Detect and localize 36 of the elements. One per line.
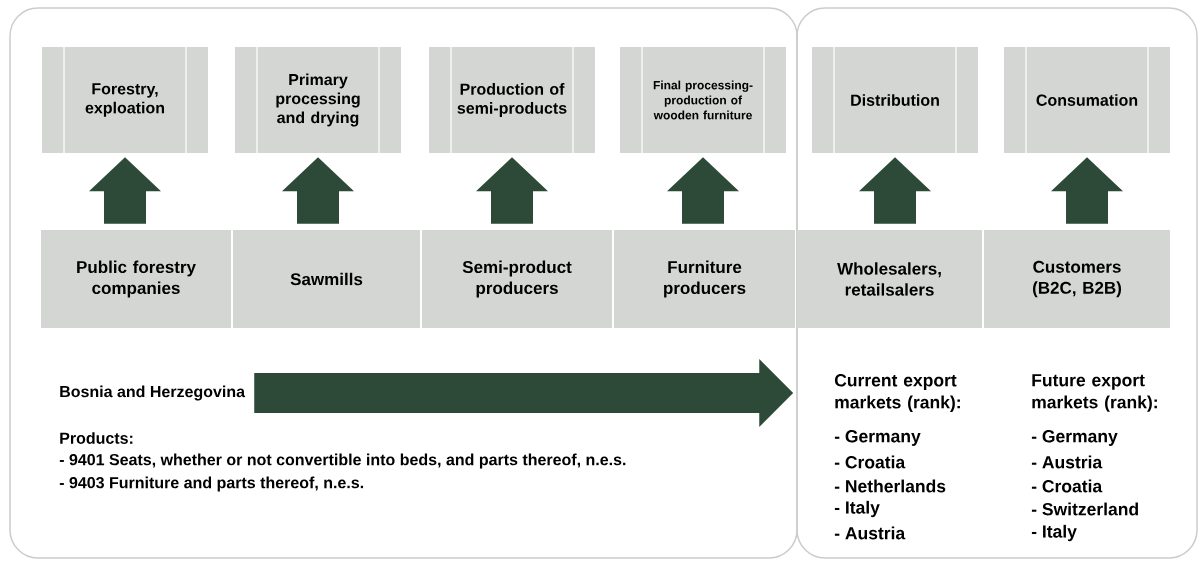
actor-box: Customers (B2C, B2B) [984,230,1170,328]
product-text: Products: [60,432,133,444]
panel [796,7,1198,559]
stage-box: Consumation [1004,46,1170,154]
actor-box: Wholesalers, retailsalers [797,230,982,328]
list-item: - Italy [834,500,880,518]
product-text: - 9403 Furniture and parts thereof, n.e.s. [59,476,364,492]
stage-box: Production of semi-products [429,46,595,154]
stage-box: Primary processing and drying [235,46,401,154]
node-label: Customers (B2C, B2B) [1033,260,1122,298]
panel [9,7,798,559]
actor-box: Public forestry companies [41,230,231,328]
list-item: - Croatia [1031,479,1103,493]
country-label: Bosnia and Herzegovina [60,385,246,401]
stage-box: Forestry, exploation [42,46,208,154]
product-text: - 9401 Seats, whether or not convertible into beds, and parts thereof, n.e.s. [59,453,626,469]
list-item: - Netherlands [834,479,946,493]
list-item: - Austria [1031,455,1103,469]
node-label: Sawmills [290,272,363,286]
actor-box: Furniture producers [614,230,795,328]
node-label: Semi-product producers [462,260,572,298]
node-label: Wholesalers, retailsalers [837,262,941,296]
stage-box: Final processing-production of wooden furniture [620,46,786,154]
actor-box: Semi-product producers [422,230,612,328]
node-label: Public forestry companies [77,260,196,298]
list-item: - Germany [1031,430,1118,446]
list-item: - Italy [1031,524,1077,542]
column-heading: Current export markets (rank): [834,374,960,412]
list-item: - Switzerland [1031,502,1138,516]
node-label: Furniture producers [664,260,746,298]
list-item: - Germany [834,430,921,446]
list-item: - Croatia [834,455,906,469]
actor-box: Sawmills [233,230,420,328]
column-heading: Future export markets (rank): [1032,374,1157,412]
list-item: - Austria [834,526,906,540]
stage-box: Distribution [812,46,978,154]
